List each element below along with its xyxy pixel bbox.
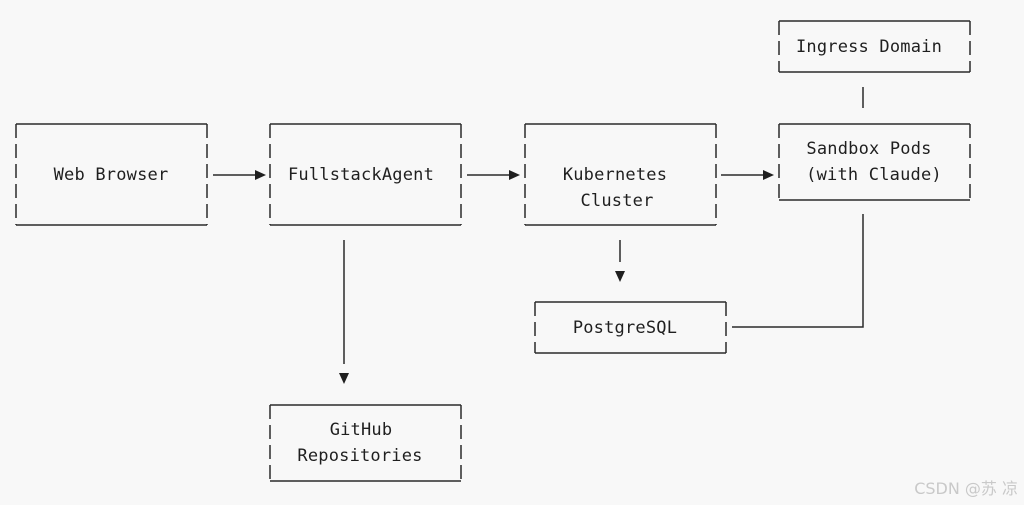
node-postgresql-label: PostgreSQL [573, 318, 677, 338]
node-kubernetes-cluster: Kubernetes Cluster [524, 123, 717, 226]
node-ingress-domain: Ingress Domain [778, 20, 971, 73]
arrow-right-icon [255, 170, 266, 180]
node-web-browser: Web Browser [15, 123, 208, 226]
edge-fullstack-agent-to-github [339, 240, 349, 384]
node-postgresql: PostgreSQL [534, 301, 727, 354]
node-web-browser-label: Web Browser [54, 165, 169, 185]
watermark: CSDN @苏 凉 [914, 479, 1018, 498]
node-sandbox-pods: Sandbox Pods (with Claude) [778, 123, 971, 201]
arrow-right-icon [763, 170, 774, 180]
node-sandbox-pods-label-line2: (with Claude) [806, 165, 942, 185]
arrow-right-icon [509, 170, 520, 180]
arrow-down-icon [339, 373, 349, 384]
node-github-repositories: GitHub Repositories [269, 404, 462, 482]
edge-fullstack-agent-to-kubernetes [467, 170, 520, 180]
node-github-label-line2: Repositories [297, 446, 422, 466]
edge-kubernetes-to-sandbox-pods [721, 170, 774, 180]
edge-sandbox-pods-to-postgresql [732, 214, 864, 328]
edge-kubernetes-to-postgresql [615, 240, 625, 282]
node-github-label-line1: GitHub [330, 420, 393, 440]
arrow-down-icon [615, 271, 625, 282]
node-fullstack-agent: FullstackAgent [269, 123, 462, 226]
node-kubernetes-label-line1: Kubernetes [563, 165, 667, 185]
node-fullstack-agent-label: FullstackAgent [288, 165, 434, 185]
node-sandbox-pods-label-line1: Sandbox Pods [806, 139, 931, 159]
node-kubernetes-label-line2: Cluster [580, 191, 653, 211]
node-ingress-domain-label: Ingress Domain [796, 37, 942, 57]
edge-web-browser-to-fullstack-agent [213, 170, 266, 180]
